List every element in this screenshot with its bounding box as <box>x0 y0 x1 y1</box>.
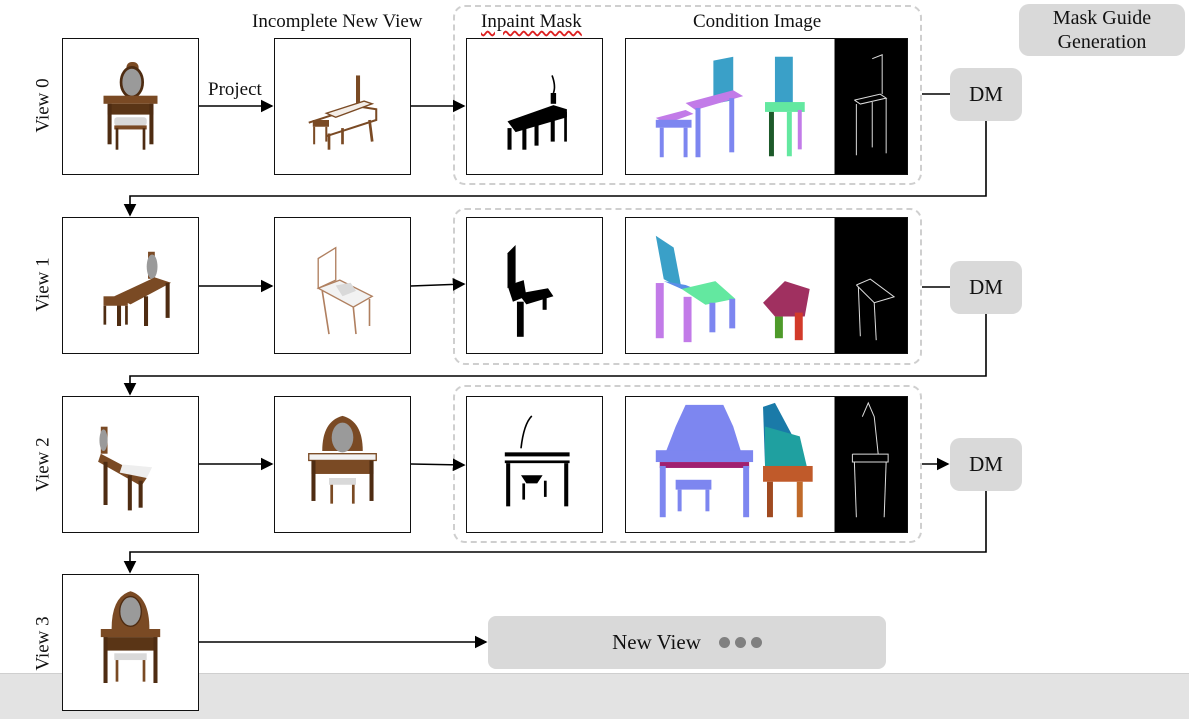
view-2-label: View 2 <box>32 437 54 492</box>
condition-image-0 <box>625 38 908 175</box>
ellipsis-icon <box>718 637 762 648</box>
new-view-box: New View <box>488 616 886 669</box>
dm-block-2: DM <box>950 438 1022 491</box>
inpaint-mask-1 <box>466 217 603 354</box>
view-1-label: View 1 <box>32 257 54 312</box>
mask-guide-generation-legend: Mask Guide Generation <box>1019 4 1185 56</box>
view-3-label: View 3 <box>32 616 54 671</box>
condition-image-1 <box>625 217 908 354</box>
view-1-image <box>62 217 199 354</box>
dm-block-0: DM <box>950 68 1022 121</box>
incomplete-new-view-0 <box>274 38 411 175</box>
view-0-label: View 0 <box>32 78 54 133</box>
header-incomplete-new-view: Incomplete New View <box>252 11 423 32</box>
inpaint-mask-0 <box>466 38 603 175</box>
dm-label-1: DM <box>969 274 1003 299</box>
view-3-image <box>62 574 199 711</box>
header-inpaint-mask: Inpaint Mask <box>481 11 582 32</box>
dm-label-2: DM <box>969 451 1003 476</box>
project-label: Project <box>208 79 262 100</box>
dm-label-0: DM <box>969 81 1003 106</box>
view-0-image <box>62 38 199 175</box>
dm-block-1: DM <box>950 261 1022 314</box>
incomplete-new-view-1 <box>274 217 411 354</box>
incomplete-new-view-2 <box>274 396 411 533</box>
header-condition-image: Condition Image <box>693 11 822 32</box>
inpaint-mask-2 <box>466 396 603 533</box>
view-2-image <box>62 396 199 533</box>
new-view-label: New View <box>612 630 701 654</box>
condition-image-2 <box>625 396 908 533</box>
